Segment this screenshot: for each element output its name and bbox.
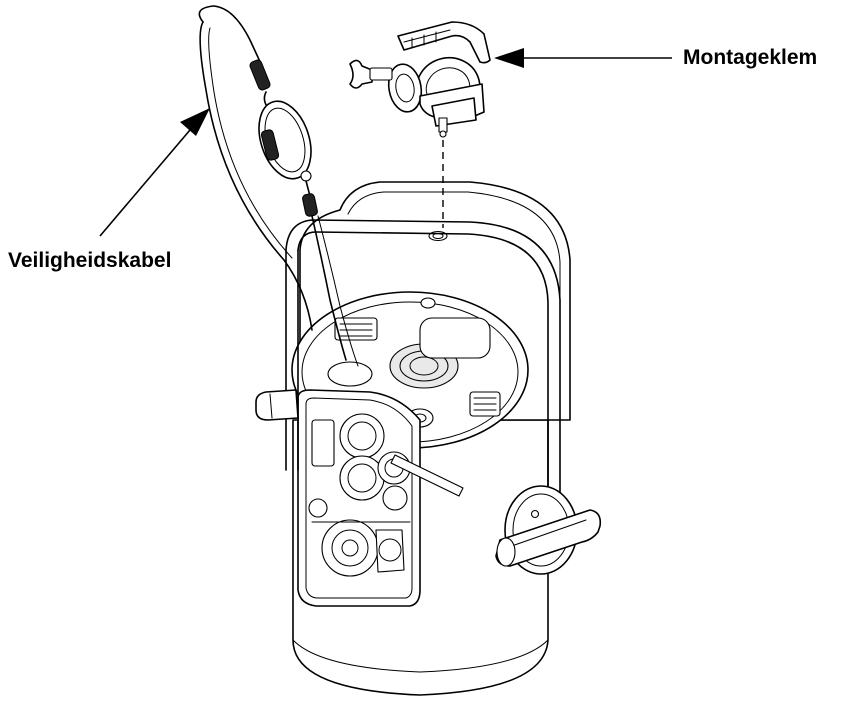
safety-cable-label: Veiligheidskabel xyxy=(8,249,172,272)
mounting-clamp-label: Montageklem xyxy=(683,46,818,69)
safety-cable-icon xyxy=(198,5,359,367)
mounting-clamp-icon xyxy=(349,21,491,138)
clamp-callout-arrow xyxy=(494,48,672,68)
cable-callout-arrow xyxy=(99,108,210,237)
light-fixture-icon xyxy=(255,181,602,696)
